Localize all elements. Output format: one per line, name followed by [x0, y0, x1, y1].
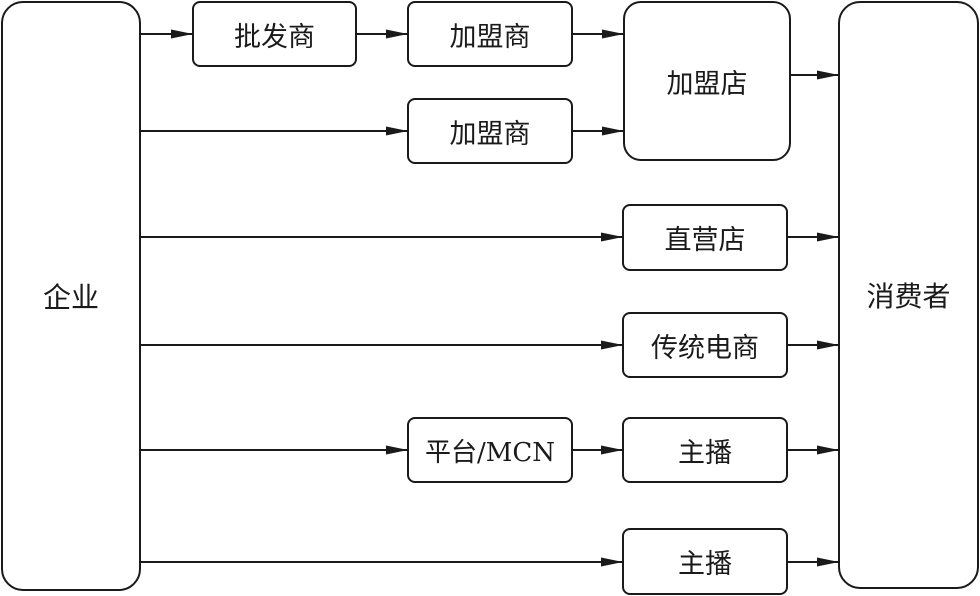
node-franchisee-mid-label: 加盟商 [449, 118, 531, 150]
node-direct-store-label: 直营店 [664, 225, 746, 256]
node-platform-mcn-label: 平台/MCN [424, 437, 556, 468]
node-host-lower-label: 主播 [678, 549, 732, 580]
node-host-upper-label: 主播 [678, 437, 732, 469]
node-franchise-store: 加盟店 [623, 1, 791, 161]
node-consumer: 消费者 [838, 1, 979, 589]
node-traditional-ecommerce: 传统电商 [622, 312, 788, 378]
node-franchisee-top: 加盟商 [407, 1, 573, 67]
node-consumer-label: 消费者 [866, 280, 951, 313]
node-enterprise-label: 企业 [42, 281, 99, 314]
node-wholesaler: 批发商 [192, 1, 357, 67]
node-enterprise: 企业 [1, 1, 141, 591]
node-franchisee-mid: 加盟商 [407, 98, 573, 164]
node-wholesaler-label: 批发商 [234, 21, 315, 53]
node-traditional-ecommerce-label: 传统电商 [651, 332, 759, 364]
node-host-upper: 主播 [622, 417, 788, 483]
node-platform-mcn: 平台/MCN [407, 417, 573, 483]
node-franchise-store-label: 加盟店 [666, 68, 748, 100]
node-host-lower: 主播 [622, 528, 788, 595]
node-franchisee-top-label: 加盟商 [449, 21, 531, 53]
node-direct-store: 直营店 [622, 204, 788, 271]
